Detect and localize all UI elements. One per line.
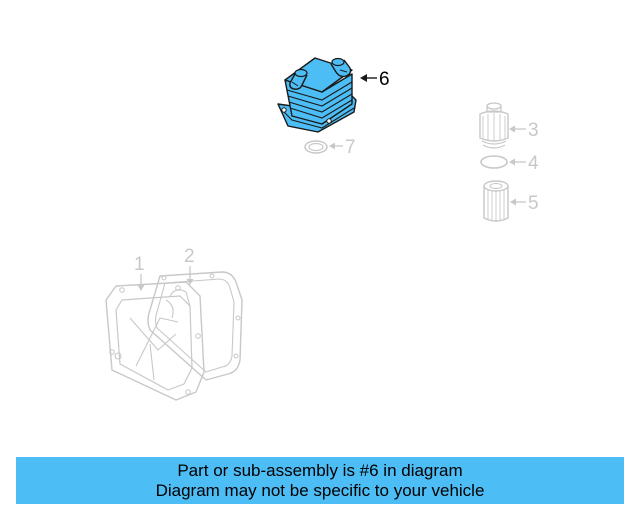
callout-5-label: 5 (528, 193, 539, 214)
callout-3[interactable]: 3 (509, 120, 539, 141)
callout-6[interactable]: 6 (360, 69, 390, 90)
filter-element-part-5[interactable] (483, 180, 509, 222)
callout-4-label: 4 (528, 153, 539, 174)
callout-1-label: 1 (134, 254, 145, 275)
info-banner: Part or sub-assembly is #6 in diagram Di… (16, 457, 624, 504)
banner-line-disclaimer: Diagram may not be specific to your vehi… (155, 480, 485, 500)
callout-2[interactable]: 2 (184, 246, 195, 285)
gasket-part-2[interactable] (147, 271, 243, 381)
callout-2-label: 2 (184, 246, 195, 267)
callout-4[interactable]: 4 (509, 153, 539, 174)
banner-line-part-number: Part or sub-assembly is #6 in diagram (177, 460, 463, 480)
seal-ring-part-7[interactable] (304, 140, 328, 154)
cover-part-1[interactable] (105, 281, 205, 401)
callout-3-label: 3 (528, 120, 539, 141)
parts-diagram: 6 7 3 4 5 (105, 57, 539, 401)
callout-7-label: 7 (345, 137, 356, 158)
callout-7[interactable]: 7 (329, 137, 356, 158)
filter-housing-part-3[interactable] (479, 102, 509, 149)
oil-cooler-part-6[interactable] (277, 57, 357, 133)
callout-6-label: 6 (379, 69, 390, 90)
callout-5[interactable]: 5 (510, 193, 539, 214)
o-ring-part-4[interactable] (480, 155, 508, 169)
callout-1[interactable]: 1 (134, 254, 145, 291)
